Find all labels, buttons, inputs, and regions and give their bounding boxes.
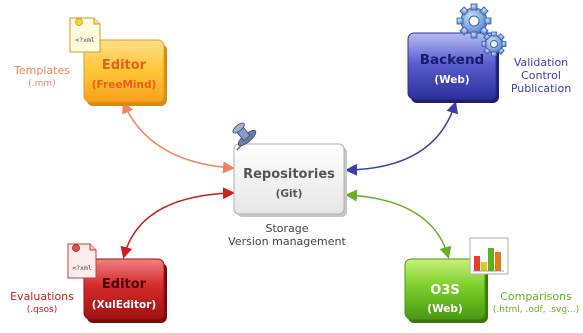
o3s-subtitle: (Web) — [427, 303, 462, 315]
bar-chart-icon — [469, 237, 509, 275]
editor-xuleditor-side-line1: Evaluations — [10, 290, 74, 303]
editor-freemind-side-label: Templates (.mm) — [13, 64, 70, 89]
editor-freemind-side-line1: Templates — [13, 64, 70, 77]
editor-xuleditor-box — [83, 258, 165, 320]
backend-side-line3: Publication — [511, 82, 571, 95]
repositories-node: Repositories (Git) — [233, 143, 347, 217]
connector-editor-freemind-repositories — [122, 101, 235, 174]
backend-side-line2: Control — [521, 69, 561, 82]
repositories-caption: Storage Version management — [228, 222, 346, 248]
backend-subtitle: (Web) — [434, 74, 469, 86]
editor-freemind-box — [83, 39, 165, 103]
xml-document-icon: <?xml — [69, 17, 101, 53]
backend-title: Backend — [420, 52, 484, 68]
editor-freemind-node: Editor (FreeMind) — [83, 39, 167, 106]
repositories-caption-line2: Version management — [228, 235, 346, 248]
editor-freemind-subtitle: (FreeMind) — [92, 79, 157, 91]
editor-xuleditor-node: Editor (XulEditor) — [83, 258, 167, 323]
editor-freemind-side-line2: (.mm) — [28, 79, 55, 89]
editor-xuleditor-title: Editor — [102, 277, 147, 292]
connector-backend-repositories — [345, 101, 459, 176]
connector-editor-xuleditor-repositories — [120, 187, 235, 259]
editor-freemind-title: Editor — [102, 58, 147, 73]
repositories-title: Repositories — [243, 167, 335, 182]
xml-document-icon-red: <?xml — [67, 243, 97, 279]
backend-side-label: Validation Control Publication — [511, 56, 571, 95]
o3s-node: O3S (Web) — [404, 258, 488, 323]
backend-side-line1: Validation — [514, 56, 568, 69]
editor-xuleditor-side-label: Evaluations (.qsos) — [10, 290, 74, 315]
o3s-side-line2: (.html, .odf, .svg...) — [493, 305, 579, 315]
repositories-subtitle: (Git) — [276, 188, 303, 200]
o3s-side-line1: Comparisons — [500, 290, 572, 303]
backend-node: Backend (Web) — [407, 32, 499, 103]
backend-box — [407, 32, 497, 100]
o3s-title: O3S — [430, 283, 459, 298]
connector-o3s-repositories — [345, 189, 452, 259]
repositories-caption-line1: Storage — [265, 222, 308, 235]
o3s-box — [404, 258, 486, 320]
editor-xuleditor-subtitle: (XulEditor) — [92, 299, 156, 311]
xml-document-text: <?xml — [75, 36, 95, 44]
repositories-box — [233, 143, 345, 215]
gears-icon — [456, 3, 507, 57]
o3s-side-label: Comparisons (.html, .odf, .svg...) — [493, 290, 579, 315]
editor-xuleditor-side-line2: (.qsos) — [27, 305, 57, 315]
pushpin-icon — [232, 122, 257, 151]
xml-document-text-red: <?xml — [72, 264, 92, 272]
